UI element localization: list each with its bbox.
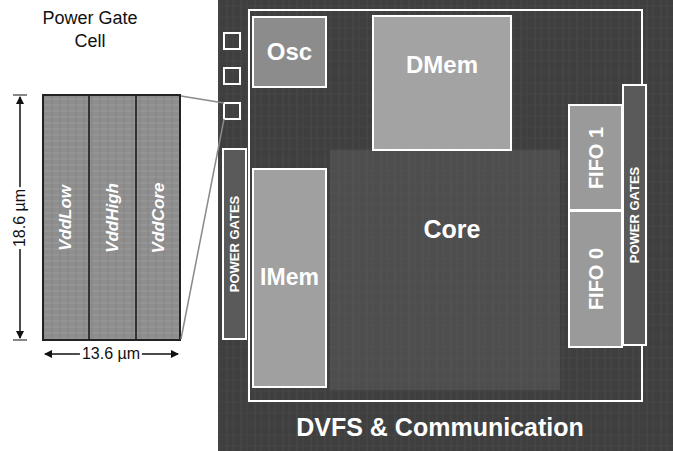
dimension-label: 13.6 µm: [80, 345, 142, 363]
pad-square: [224, 68, 240, 84]
cell-image: [43, 95, 180, 340]
instruction-memory-block: IMem: [252, 168, 327, 388]
fifo-block: FIFO 0: [568, 210, 623, 348]
pad-square: [224, 33, 240, 49]
oscillator-block: Osc: [252, 16, 327, 88]
vertical-label: VddLow: [57, 184, 76, 250]
vdd-stripe: VddHigh: [91, 97, 134, 338]
fifo-block: FIFO 1: [568, 104, 623, 211]
zoom-leader: [181, 119, 224, 339]
vertical-label: VddHigh: [103, 183, 122, 253]
block-label: IMem: [260, 265, 319, 290]
block-label: Power Gate Cell: [34, 7, 146, 52]
vertical-label: POWER GATES: [627, 167, 641, 264]
block-label: Core: [424, 216, 481, 244]
block-label: Osc: [267, 39, 312, 65]
zoom-leader: [181, 96, 224, 103]
vertical-label: FIFO 1: [585, 126, 607, 188]
vdd-stripe: VddLow: [45, 97, 87, 338]
dimension-label: 18.6 µm: [11, 187, 29, 249]
power-gates-strip: POWER GATES: [622, 84, 647, 346]
vdd-stripe: VddCore: [138, 97, 179, 338]
block-label: DMem: [406, 52, 478, 78]
power-gate-cell: Power Gate CellVddLowVddHighVddCore: [43, 95, 180, 340]
vertical-label: POWER GATES: [227, 196, 241, 293]
data-memory-block: DMem: [372, 15, 512, 151]
pad-square: [224, 103, 240, 119]
power-gates-strip: POWER GATES: [222, 148, 247, 340]
vertical-label: VddCore: [149, 182, 168, 253]
block-label: DVFS & Communication: [296, 414, 584, 442]
die-ground: [218, 0, 673, 451]
vertical-label: FIFO 0: [585, 248, 607, 310]
dvfs-communication-band: DVFS & Communication: [248, 404, 643, 451]
